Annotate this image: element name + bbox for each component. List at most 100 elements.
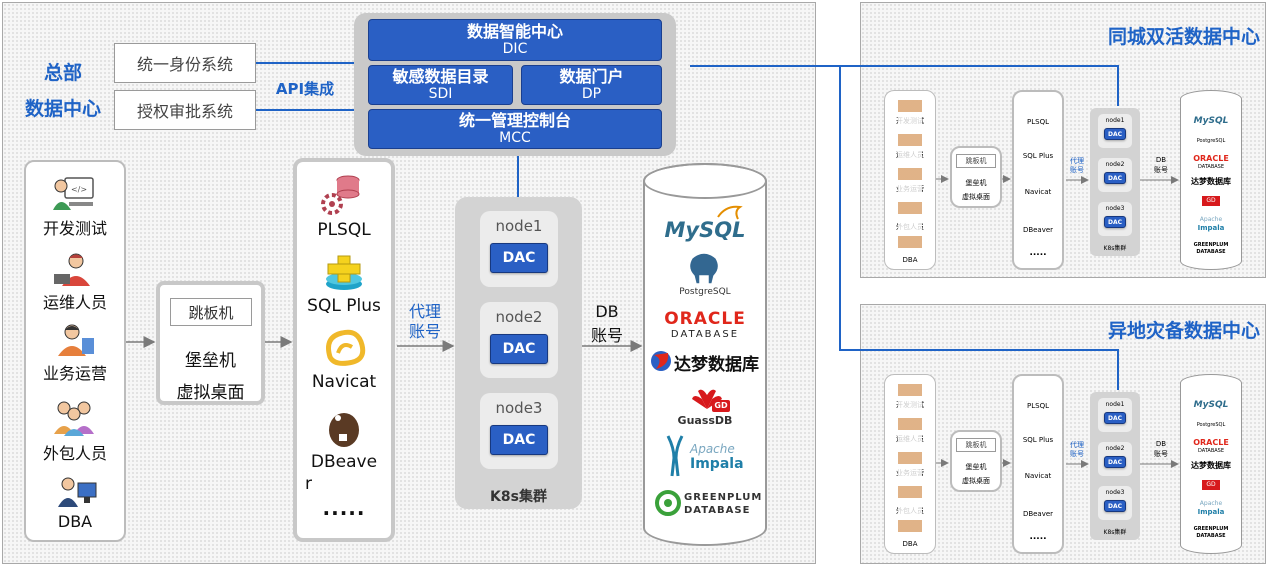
user-label-dev: 开发测试 bbox=[42, 219, 107, 238]
dc1-db-mysql: MySQL bbox=[1193, 116, 1229, 126]
gaussdb-badge: GD bbox=[712, 400, 730, 412]
bastion-line2: 虚拟桌面 bbox=[176, 383, 245, 403]
k8s-node-3: node3 DAC bbox=[480, 393, 558, 469]
dc2-db-2: 账号 bbox=[1154, 450, 1168, 458]
apache-impala-icon bbox=[666, 435, 684, 477]
db-account-line2: 账号 bbox=[590, 326, 623, 345]
outsource-people-icon bbox=[54, 401, 94, 436]
proxy-account-line1: 代理 bbox=[408, 302, 441, 321]
dc1-db-oracle: ORACLE bbox=[1193, 154, 1229, 163]
dc1-node-label-1: node1 bbox=[1105, 117, 1125, 124]
dc2-user-icons bbox=[898, 380, 922, 540]
dac-box-1: DAC bbox=[490, 243, 548, 273]
greenplum-icon bbox=[655, 490, 681, 516]
proxy-account-line2: 账号 bbox=[408, 322, 441, 341]
dc2-k8s-label: K8s集群 bbox=[1103, 529, 1127, 536]
greenplum-label: GREENPLUM bbox=[684, 492, 763, 503]
dc1-db-impala: Impala bbox=[1197, 224, 1225, 232]
dac-box-3: DAC bbox=[490, 425, 548, 455]
dc2-node-label-1: node1 bbox=[1105, 401, 1125, 408]
dc1-node-label-2: node2 bbox=[1105, 161, 1125, 168]
mysql-dolphin-icon bbox=[717, 205, 743, 220]
dic-box: 数据智能中心 DIC bbox=[368, 19, 662, 61]
user-label-ops: 运维人员 bbox=[42, 293, 107, 312]
k8s-node-2: node2 DAC bbox=[480, 302, 558, 378]
tool-label-plsql: PLSQL bbox=[317, 220, 371, 240]
dp-title: 数据门户 bbox=[559, 67, 624, 86]
dc2-tool-navicat: Navicat bbox=[1024, 472, 1052, 480]
tool-label-navicat: Navicat bbox=[311, 372, 377, 392]
dameng-logo: 达梦数据库 bbox=[674, 355, 759, 375]
dc2-tools-column bbox=[1012, 374, 1064, 554]
hq-title-line1: 总部 bbox=[43, 62, 82, 84]
dic-subtitle: DIC bbox=[502, 41, 528, 57]
dc1-db-pg: PostgreSQL bbox=[1196, 138, 1226, 144]
dc2-tool-plsql: PLSQL bbox=[1027, 402, 1049, 410]
oracle-database-label: DATABASE bbox=[670, 329, 740, 340]
node-label-1: node1 bbox=[495, 217, 543, 235]
dc1-user-icons bbox=[898, 96, 922, 256]
dc1-title: 同城双活数据中心 bbox=[1107, 26, 1260, 48]
identity-system-box: 统一身份系统 bbox=[114, 43, 256, 83]
dc2-db-oracle-2: DATABASE bbox=[1197, 448, 1225, 454]
dic-title: 数据智能中心 bbox=[466, 22, 563, 41]
dic-to-dc1-line bbox=[690, 65, 1119, 106]
business-person-icon bbox=[58, 324, 94, 356]
sqlplus-icon bbox=[326, 255, 362, 290]
k8s-cluster-label: K8s集群 bbox=[490, 489, 547, 505]
dc2-user-dba: DBA bbox=[902, 540, 918, 548]
dc2-title: 异地灾备数据中心 bbox=[1107, 320, 1260, 342]
dc2-jump-box: 跳板机 bbox=[956, 438, 996, 452]
dc1-dac-2: DAC bbox=[1104, 172, 1126, 184]
dc2-proxy-2: 账号 bbox=[1070, 450, 1084, 458]
dc2-db-pg: PostgreSQL bbox=[1196, 422, 1226, 428]
sdi-subtitle: SDI bbox=[428, 86, 453, 102]
dc1-user-dba: DBA bbox=[902, 256, 918, 264]
dc1-db-1: DB bbox=[1155, 156, 1167, 164]
greenplum-database-label: DATABASE bbox=[684, 505, 751, 516]
dc1-db-2: 账号 bbox=[1154, 166, 1168, 174]
dc2-db-apache: Apache bbox=[1199, 500, 1223, 507]
dc1-proxy-1: 代理 bbox=[1070, 157, 1084, 165]
tool-label-dbeaver-2: r bbox=[305, 474, 312, 494]
dc2-db-oracle: ORACLE bbox=[1193, 438, 1229, 447]
dc1-db-gp1: GREENPLUM bbox=[1193, 242, 1229, 248]
dp-subtitle: DP bbox=[581, 86, 602, 102]
dp-box: 数据门户 DP bbox=[521, 65, 662, 105]
mcc-box: 统一管理控制台 MCC bbox=[368, 109, 662, 149]
dc2-tool-sqlplus: SQL Plus bbox=[1022, 436, 1054, 444]
ops-person-icon bbox=[54, 253, 90, 286]
dc2-node-label-3: node3 bbox=[1105, 489, 1125, 496]
dc1-dac-1: DAC bbox=[1104, 128, 1126, 140]
dc1-bastion-line2: 虚拟桌面 bbox=[962, 193, 990, 201]
dc1-dac-3: DAC bbox=[1104, 216, 1126, 228]
plsql-icon bbox=[321, 175, 360, 215]
api-integration-label: API集成 bbox=[275, 80, 335, 98]
dc2-db-1: DB bbox=[1155, 440, 1167, 448]
tool-label-dbeaver-1: DBeave bbox=[310, 452, 378, 472]
tool-label-more: ..... bbox=[322, 496, 366, 520]
mysql-logo: MySQL bbox=[664, 218, 746, 242]
dc1-db-oracle-2: DATABASE bbox=[1197, 164, 1225, 170]
dc2-tool-more: ..... bbox=[1029, 532, 1047, 542]
sdi-title: 敏感数据目录 bbox=[392, 67, 489, 86]
dc2-tool-dbeaver: DBeaver bbox=[1022, 510, 1054, 518]
dc2-db-gp1: GREENPLUM bbox=[1193, 526, 1229, 532]
dc1-node-label-3: node3 bbox=[1105, 205, 1125, 212]
tools-column bbox=[293, 158, 395, 542]
dc2-db-impala: Impala bbox=[1197, 508, 1225, 516]
sdi-box: 敏感数据目录 SDI bbox=[368, 65, 513, 105]
dac-box-2: DAC bbox=[490, 334, 548, 364]
hq-title-line2: 数据中心 bbox=[24, 98, 101, 120]
impala-label: Impala bbox=[690, 456, 744, 472]
developer-icon: </> bbox=[53, 177, 94, 210]
dc2-db-gp2: DATABASE bbox=[1196, 533, 1226, 539]
dc1-db-gd: GD bbox=[1202, 196, 1220, 206]
user-label-business: 业务运营 bbox=[42, 364, 107, 383]
database-cylinder bbox=[643, 163, 767, 546]
jump-server-box: 跳板机 bbox=[170, 298, 252, 326]
dc2-dac-3: DAC bbox=[1104, 500, 1126, 512]
dba-icon bbox=[58, 477, 97, 507]
dc1-tools-column bbox=[1012, 90, 1064, 270]
dc2-proxy-1: 代理 bbox=[1070, 441, 1084, 449]
